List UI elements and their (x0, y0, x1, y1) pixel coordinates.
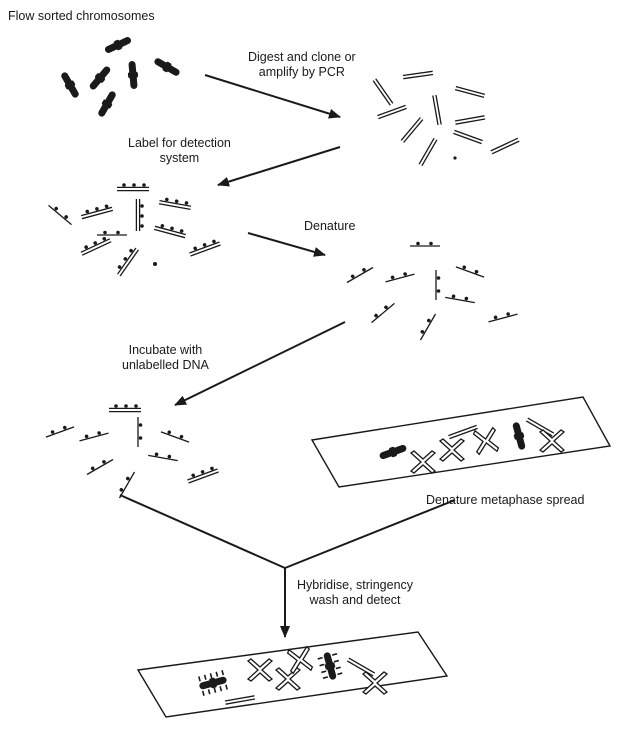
label-step2-line2: system (159, 151, 200, 165)
arrow-digest (204, 74, 341, 119)
label-step3: Denature (304, 219, 356, 233)
sorted-chromosomes (58, 34, 182, 119)
labelled-fragments (47, 182, 222, 277)
arrow-incubate (174, 321, 346, 406)
label-step4-line1: Incubate with (128, 343, 203, 357)
label-step6: Hybridise, stringency wash and detect (297, 578, 413, 608)
arrow-label (217, 146, 341, 187)
label-step4: Incubate with unlabelled DNA (122, 343, 209, 373)
label-step1: Digest and clone or amplify by PCR (248, 50, 356, 80)
label-step5: Denature metaphase spread (426, 493, 585, 507)
competed-probes (43, 403, 220, 499)
label-step6-line2: wash and detect (309, 593, 401, 607)
label-step2-line1: Label for detection (128, 136, 231, 150)
label-step1-line1: Digest and clone or (248, 50, 356, 64)
arrow-merge-left (119, 494, 286, 569)
metaphase-spread-slide (310, 396, 612, 488)
label-step2: Label for detection system (128, 136, 231, 166)
flow-arrows (119, 74, 456, 638)
label-step1-line2: amplify by PCR (258, 65, 345, 79)
label-step6-line1: Hybridise, stringency (297, 578, 414, 592)
cloned-fragments (372, 70, 520, 167)
label-step4-line2: unlabelled DNA (122, 358, 209, 372)
arrow-merge-right (284, 499, 456, 569)
label-source: Flow sorted chromosomes (8, 9, 155, 23)
arrow-denature (247, 232, 326, 257)
hybridised-slide (136, 631, 449, 718)
denatured-strands (344, 241, 519, 341)
